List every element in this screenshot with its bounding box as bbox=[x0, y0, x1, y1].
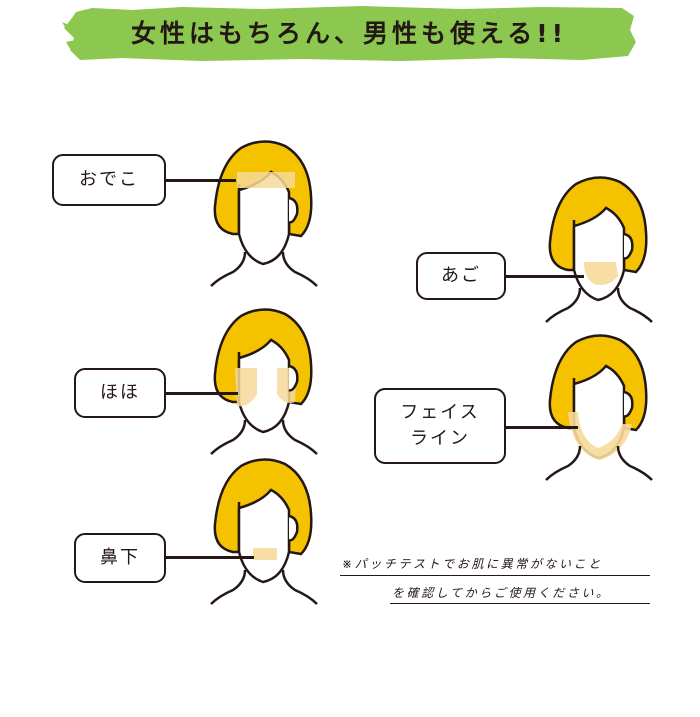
leader-line-cheeks bbox=[166, 392, 238, 395]
face-under-nose-illustration bbox=[210, 458, 318, 605]
leader-line-under-nose bbox=[166, 556, 254, 559]
leader-line-forehead bbox=[166, 179, 236, 182]
leader-line-faceline bbox=[506, 426, 578, 429]
label-under-nose: 鼻下 bbox=[74, 533, 166, 583]
patch-test-note-line2: を確認してからご使用ください。 bbox=[392, 586, 611, 600]
label-faceline-text-line1: フェイス bbox=[400, 401, 480, 423]
label-faceline-text-line2: ライン bbox=[410, 428, 470, 449]
face-faceline-illustration bbox=[545, 334, 653, 481]
leader-line-chin bbox=[506, 275, 584, 278]
title-banner: 女性はもちろん、男性も使える!! bbox=[62, 2, 636, 66]
note-underline-2 bbox=[390, 603, 650, 605]
label-chin-text: あご bbox=[441, 264, 481, 286]
label-forehead-text: おでこ bbox=[79, 168, 139, 190]
label-faceline: フェイス ライン bbox=[374, 388, 506, 464]
patch-test-note-line1: ※パッチテストでお肌に異常がないこと bbox=[342, 557, 603, 571]
label-forehead: おでこ bbox=[52, 154, 166, 206]
face-chin-illustration bbox=[545, 176, 653, 323]
label-cheeks: ほほ bbox=[74, 368, 166, 418]
note-underline-1 bbox=[340, 575, 650, 577]
face-forehead-illustration bbox=[210, 140, 318, 287]
label-chin: あご bbox=[416, 252, 506, 300]
banner-brush-background bbox=[62, 6, 636, 61]
label-under-nose-text: 鼻下 bbox=[100, 546, 140, 568]
label-cheeks-text: ほほ bbox=[100, 381, 140, 403]
face-cheeks-illustration bbox=[210, 308, 318, 455]
page-title: 女性はもちろん、男性も使える!! bbox=[130, 19, 568, 48]
